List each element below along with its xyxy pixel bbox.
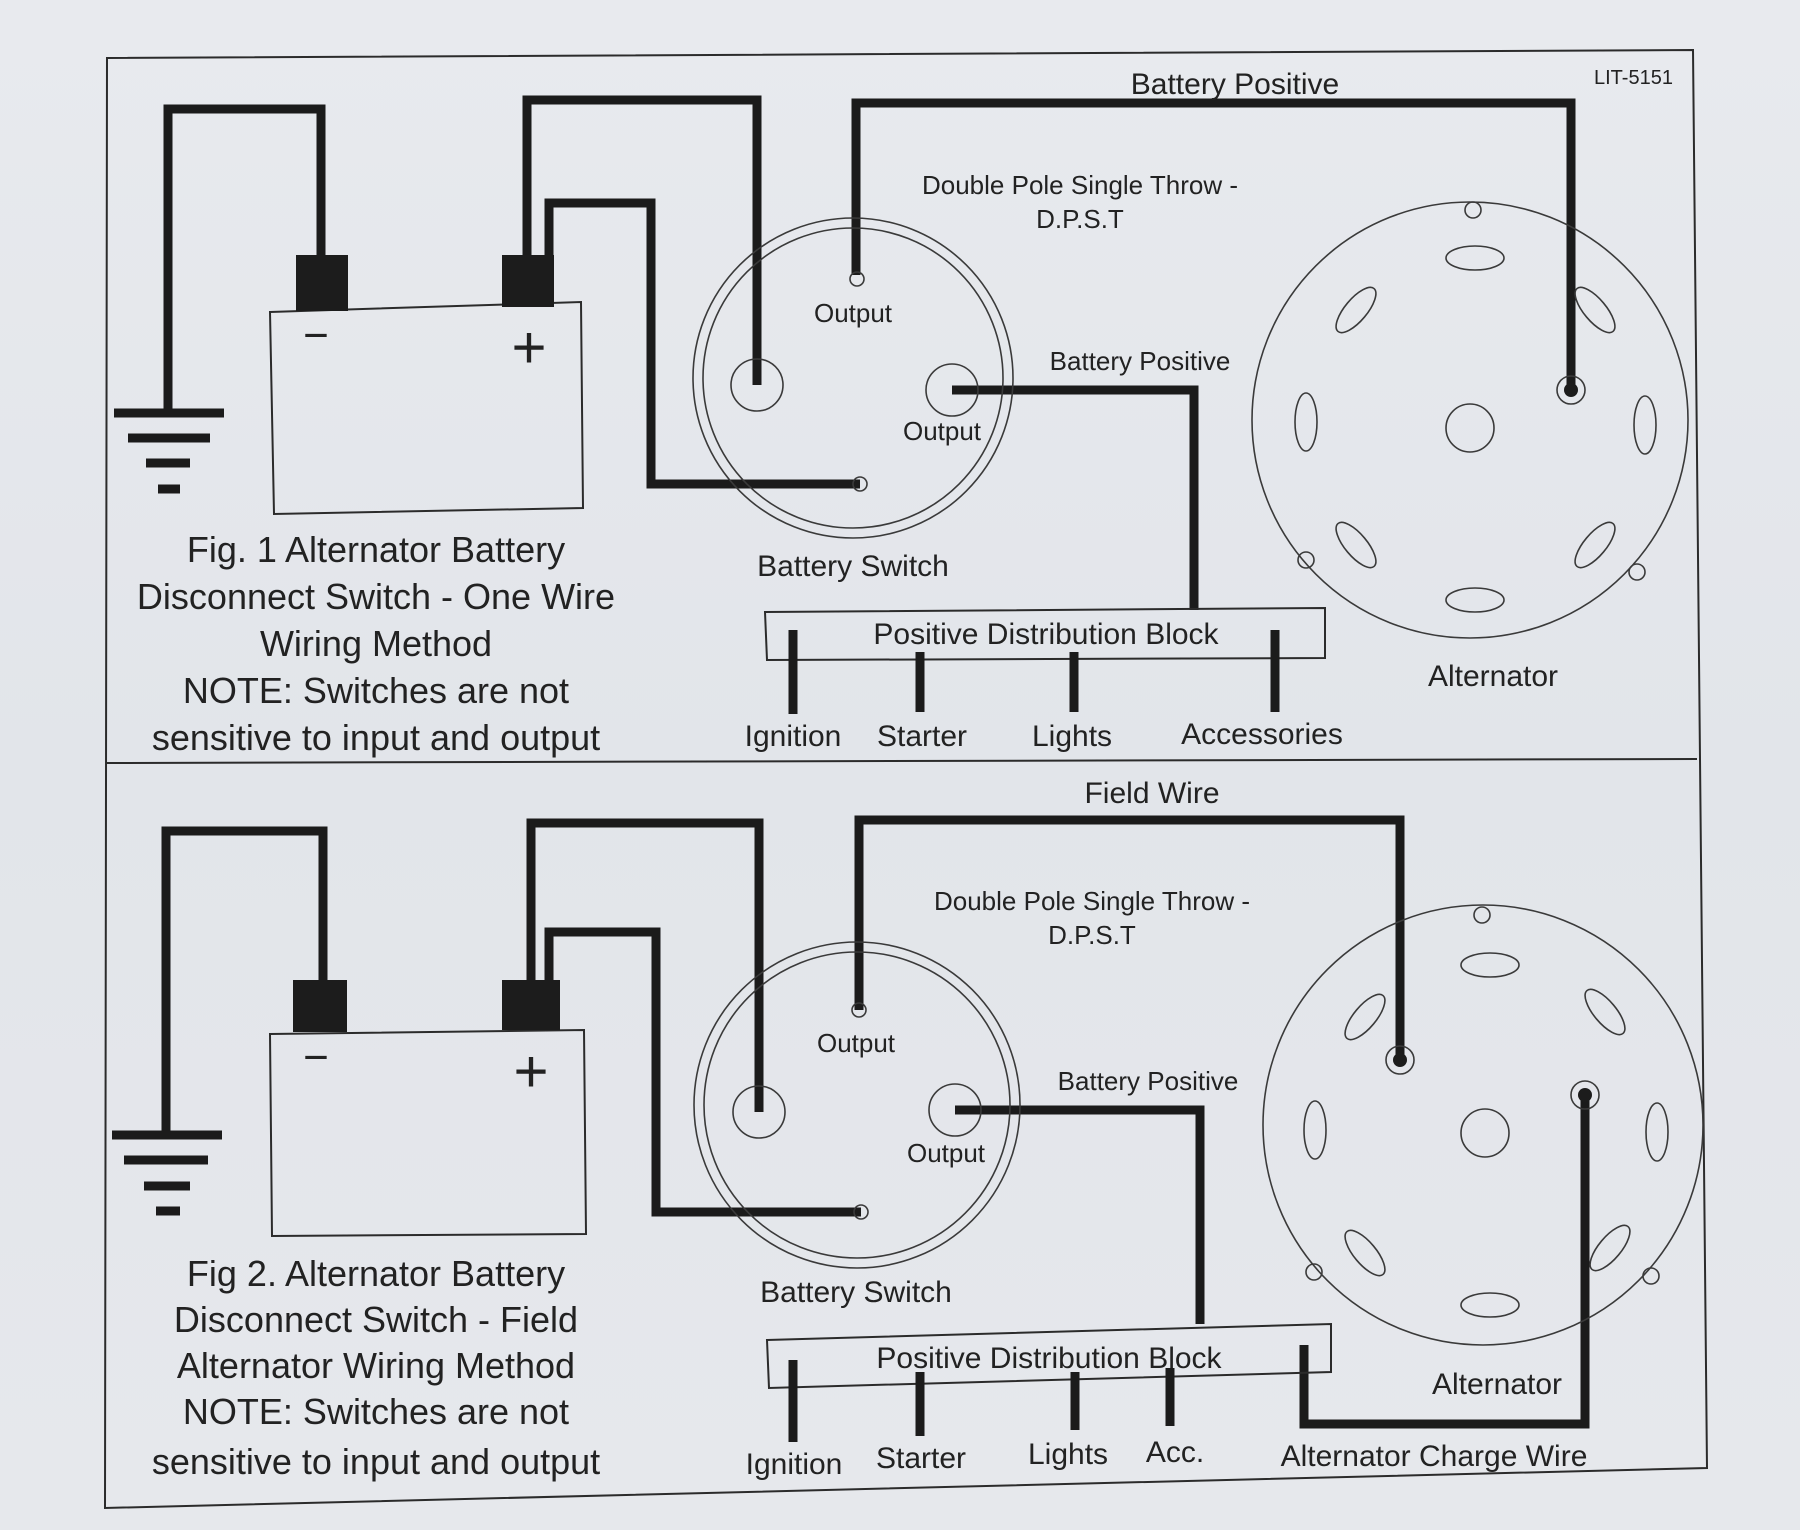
battery: − + (268, 980, 588, 1238)
ground-wire (161, 826, 328, 1135)
switch-type-line-1: Double Pole Single Throw - (922, 170, 1238, 200)
alternator-label: Alternator (1432, 1368, 1562, 1401)
alternator-charge-wire (1299, 1095, 1590, 1429)
positive-terminal (502, 255, 554, 307)
switch-output-label-2: Output (907, 1138, 986, 1168)
caption-line-5: sensitive to input and output (152, 717, 600, 758)
block-label: Positive Distribution Block (876, 1342, 1222, 1375)
switch-type-line-2: D.P.S.T (1036, 204, 1124, 234)
alternator-charge-wire-label: Alternator Charge Wire (1281, 1440, 1588, 1473)
battery-positive-to-switch-lower-wire (544, 198, 860, 489)
battery-switch-label: Battery Switch (757, 550, 949, 583)
battery-plus-sign: + (511, 314, 546, 381)
alternator-label: Alternator (1428, 660, 1558, 693)
block-output-ignition: Ignition (745, 720, 842, 753)
caption-line-4: NOTE: Switches are not (183, 1391, 569, 1432)
caption-line-1: Fig. 1 Alternator Battery (187, 529, 565, 570)
ground-symbol (112, 1130, 222, 1216)
block-output-lights: Lights (1032, 720, 1112, 753)
battery-switch (693, 941, 1021, 1269)
battery-positive-to-switch-wire (526, 818, 764, 1112)
block-output-acc: Acc. (1146, 1436, 1204, 1469)
switch-output-label-1: Output (814, 298, 893, 328)
caption-line-3: Alternator Wiring Method (177, 1345, 575, 1386)
caption-line-3: Wiring Method (260, 623, 492, 664)
block-output-lights: Lights (1028, 1438, 1108, 1471)
battery-positive-alternator-wire (851, 98, 1576, 390)
negative-terminal (293, 980, 347, 1032)
switch-type-line-1: Double Pole Single Throw - (934, 886, 1250, 916)
figure-1: − + (114, 68, 1689, 758)
alternator (1251, 201, 1689, 639)
battery-plus-sign: + (513, 1038, 548, 1105)
battery-minus-sign: − (303, 311, 329, 360)
switch-type-line-2: D.P.S.T (1048, 920, 1136, 950)
ground-symbol (114, 408, 224, 494)
battery-minus-sign: − (303, 1033, 329, 1082)
ground-wire (163, 104, 326, 413)
block-output-starter: Starter (877, 720, 967, 753)
battery-switch-label: Battery Switch (760, 1276, 952, 1309)
block-output-accessories: Accessories (1181, 718, 1343, 751)
figure-2-caption: Fig 2. Alternator Battery Disconnect Swi… (152, 1253, 600, 1482)
positive-terminal (502, 980, 560, 1030)
block-output-ignition: Ignition (746, 1448, 843, 1481)
top-wire-label: Field Wire (1084, 777, 1219, 810)
battery-positive-label: Battery Positive (1050, 346, 1231, 376)
battery-positive-to-switch-lower-wire (544, 927, 861, 1217)
caption-line-4: NOTE: Switches are not (183, 670, 569, 711)
battery: − + (268, 255, 585, 516)
switch-output-label-1: Output (817, 1028, 896, 1058)
alternator (1262, 904, 1704, 1346)
caption-line-2: Disconnect Switch - One Wire (137, 576, 615, 617)
positive-distribution-block (763, 606, 1326, 714)
top-wire-label: Battery Positive (1131, 68, 1339, 101)
battery-positive-to-switch-wire (522, 95, 762, 385)
negative-terminal (296, 255, 348, 311)
field-wire (854, 815, 1405, 1060)
figure-divider (106, 758, 1698, 764)
diagram-frame (103, 48, 1709, 1510)
caption-line-5: sensitive to input and output (152, 1441, 600, 1482)
block-output-starter: Starter (876, 1442, 966, 1475)
block-feed-wire (952, 385, 1199, 610)
battery-positive-label: Battery Positive (1058, 1066, 1239, 1096)
positive-distribution-block (765, 1322, 1332, 1442)
caption-line-1: Fig 2. Alternator Battery (187, 1253, 565, 1294)
figure-1-caption: Fig. 1 Alternator Battery Disconnect Swi… (137, 529, 615, 758)
caption-line-2: Disconnect Switch - Field (174, 1299, 578, 1340)
document-id: LIT-5151 (1594, 67, 1673, 89)
block-feed-wire (955, 1105, 1205, 1324)
block-label: Positive Distribution Block (873, 618, 1219, 651)
figure-2: − + (112, 777, 1704, 1482)
battery-switch (692, 217, 1014, 539)
switch-output-label-2: Output (903, 416, 982, 446)
